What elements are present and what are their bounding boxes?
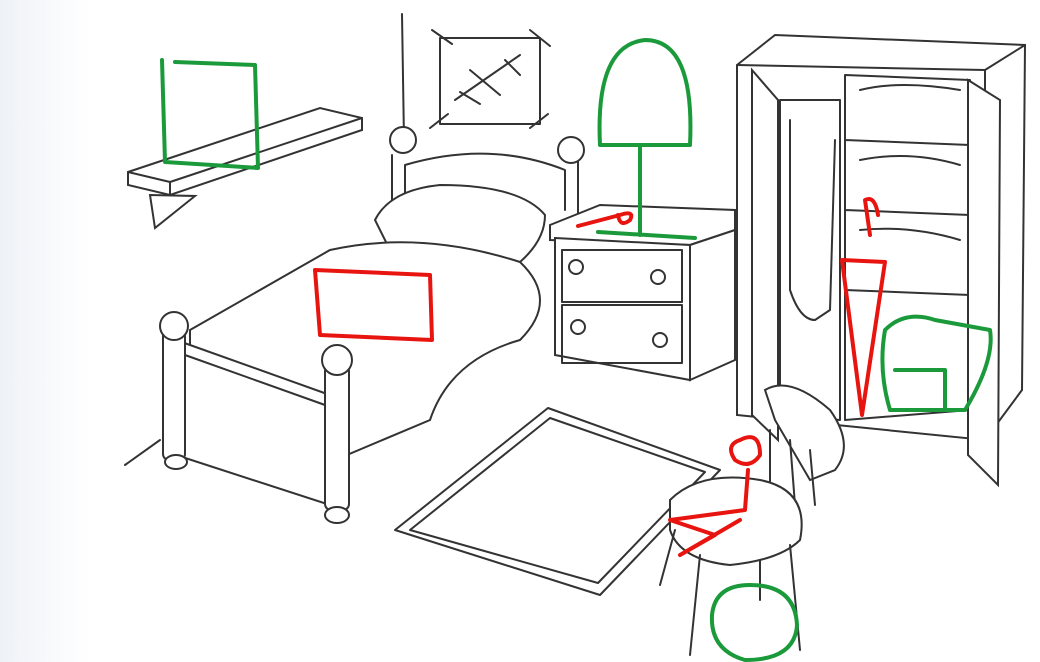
nightstand [549, 203, 736, 382]
floor-line [124, 439, 161, 466]
wall-corner [401, 13, 405, 141]
wardrobe [736, 33, 1027, 488]
chair [659, 384, 845, 656]
red-marker-annotation-icon [313, 197, 887, 557]
bed [159, 126, 585, 524]
wall-shelf [127, 106, 363, 230]
rug [394, 407, 721, 596]
green-marker-annotation-icon [160, 38, 993, 662]
airplane-poster [429, 29, 551, 129]
